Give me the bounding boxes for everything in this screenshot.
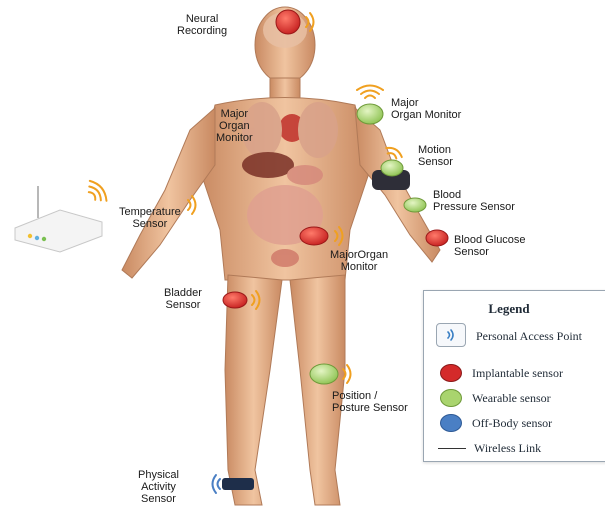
legend-item-wireless-link: Wireless Link [474, 441, 541, 456]
label-motion-sensor: Motion Sensor [418, 144, 453, 168]
implantable-sensor-swatch [440, 364, 462, 382]
legend-title: Legend [424, 301, 594, 317]
left-leg [225, 275, 282, 505]
wearable-sensor-swatch [440, 389, 462, 407]
motion-sensor [381, 160, 403, 176]
label-position-posture-sensor: Position / Posture Sensor [332, 390, 408, 414]
major-organ-monitor-shoulder-sensor [357, 104, 383, 124]
physical-activity-band [222, 478, 254, 490]
stomach [287, 165, 323, 185]
legend-item-access-point: Personal Access Point [476, 329, 582, 344]
label-major-organ-monitor-abdomen: MajorOrgan Monitor [330, 249, 388, 273]
wireless-link-line [438, 448, 466, 449]
liver [242, 152, 294, 178]
bladder-organ [271, 249, 299, 267]
bladder-sensor [223, 292, 247, 308]
signal-icon [357, 86, 383, 99]
major-organ-monitor-abdomen-sensor [300, 227, 328, 245]
blood-pressure-sensor [404, 198, 426, 212]
signal-icon [213, 475, 221, 493]
left-arm [122, 108, 215, 278]
label-blood-pressure-sensor: Blood Pressure Sensor [433, 189, 515, 213]
legend-item-offbody: Off-Body sensor [472, 416, 552, 431]
label-major-organ-monitor-shoulder: Major Organ Monitor [391, 97, 461, 121]
legend: Legend Personal Access Point Implantable… [423, 290, 605, 462]
signal-icon [84, 178, 110, 206]
right-lung [298, 102, 338, 158]
label-temperature-sensor: Temperature Sensor [119, 206, 181, 230]
legend-item-wearable: Wearable sensor [472, 391, 551, 406]
neural-recording-sensor [276, 10, 300, 34]
label-physical-activity-sensor: Physical Activity Sensor [138, 469, 179, 505]
label-major-organ-monitor-chest: Major Organ Monitor [216, 108, 253, 144]
label-blood-glucose-sensor: Blood Glucose Sensor [454, 234, 526, 258]
label-neural-recording: Neural Recording [177, 13, 227, 37]
access-point-icon [436, 323, 466, 347]
label-bladder-sensor: Bladder Sensor [164, 287, 202, 311]
offbody-sensor-swatch [440, 414, 462, 432]
legend-item-implantable: Implantable sensor [472, 366, 563, 381]
blood-glucose-sensor [426, 230, 448, 246]
access-point-device [15, 186, 102, 252]
neck [270, 78, 300, 100]
position-sensor [310, 364, 338, 384]
